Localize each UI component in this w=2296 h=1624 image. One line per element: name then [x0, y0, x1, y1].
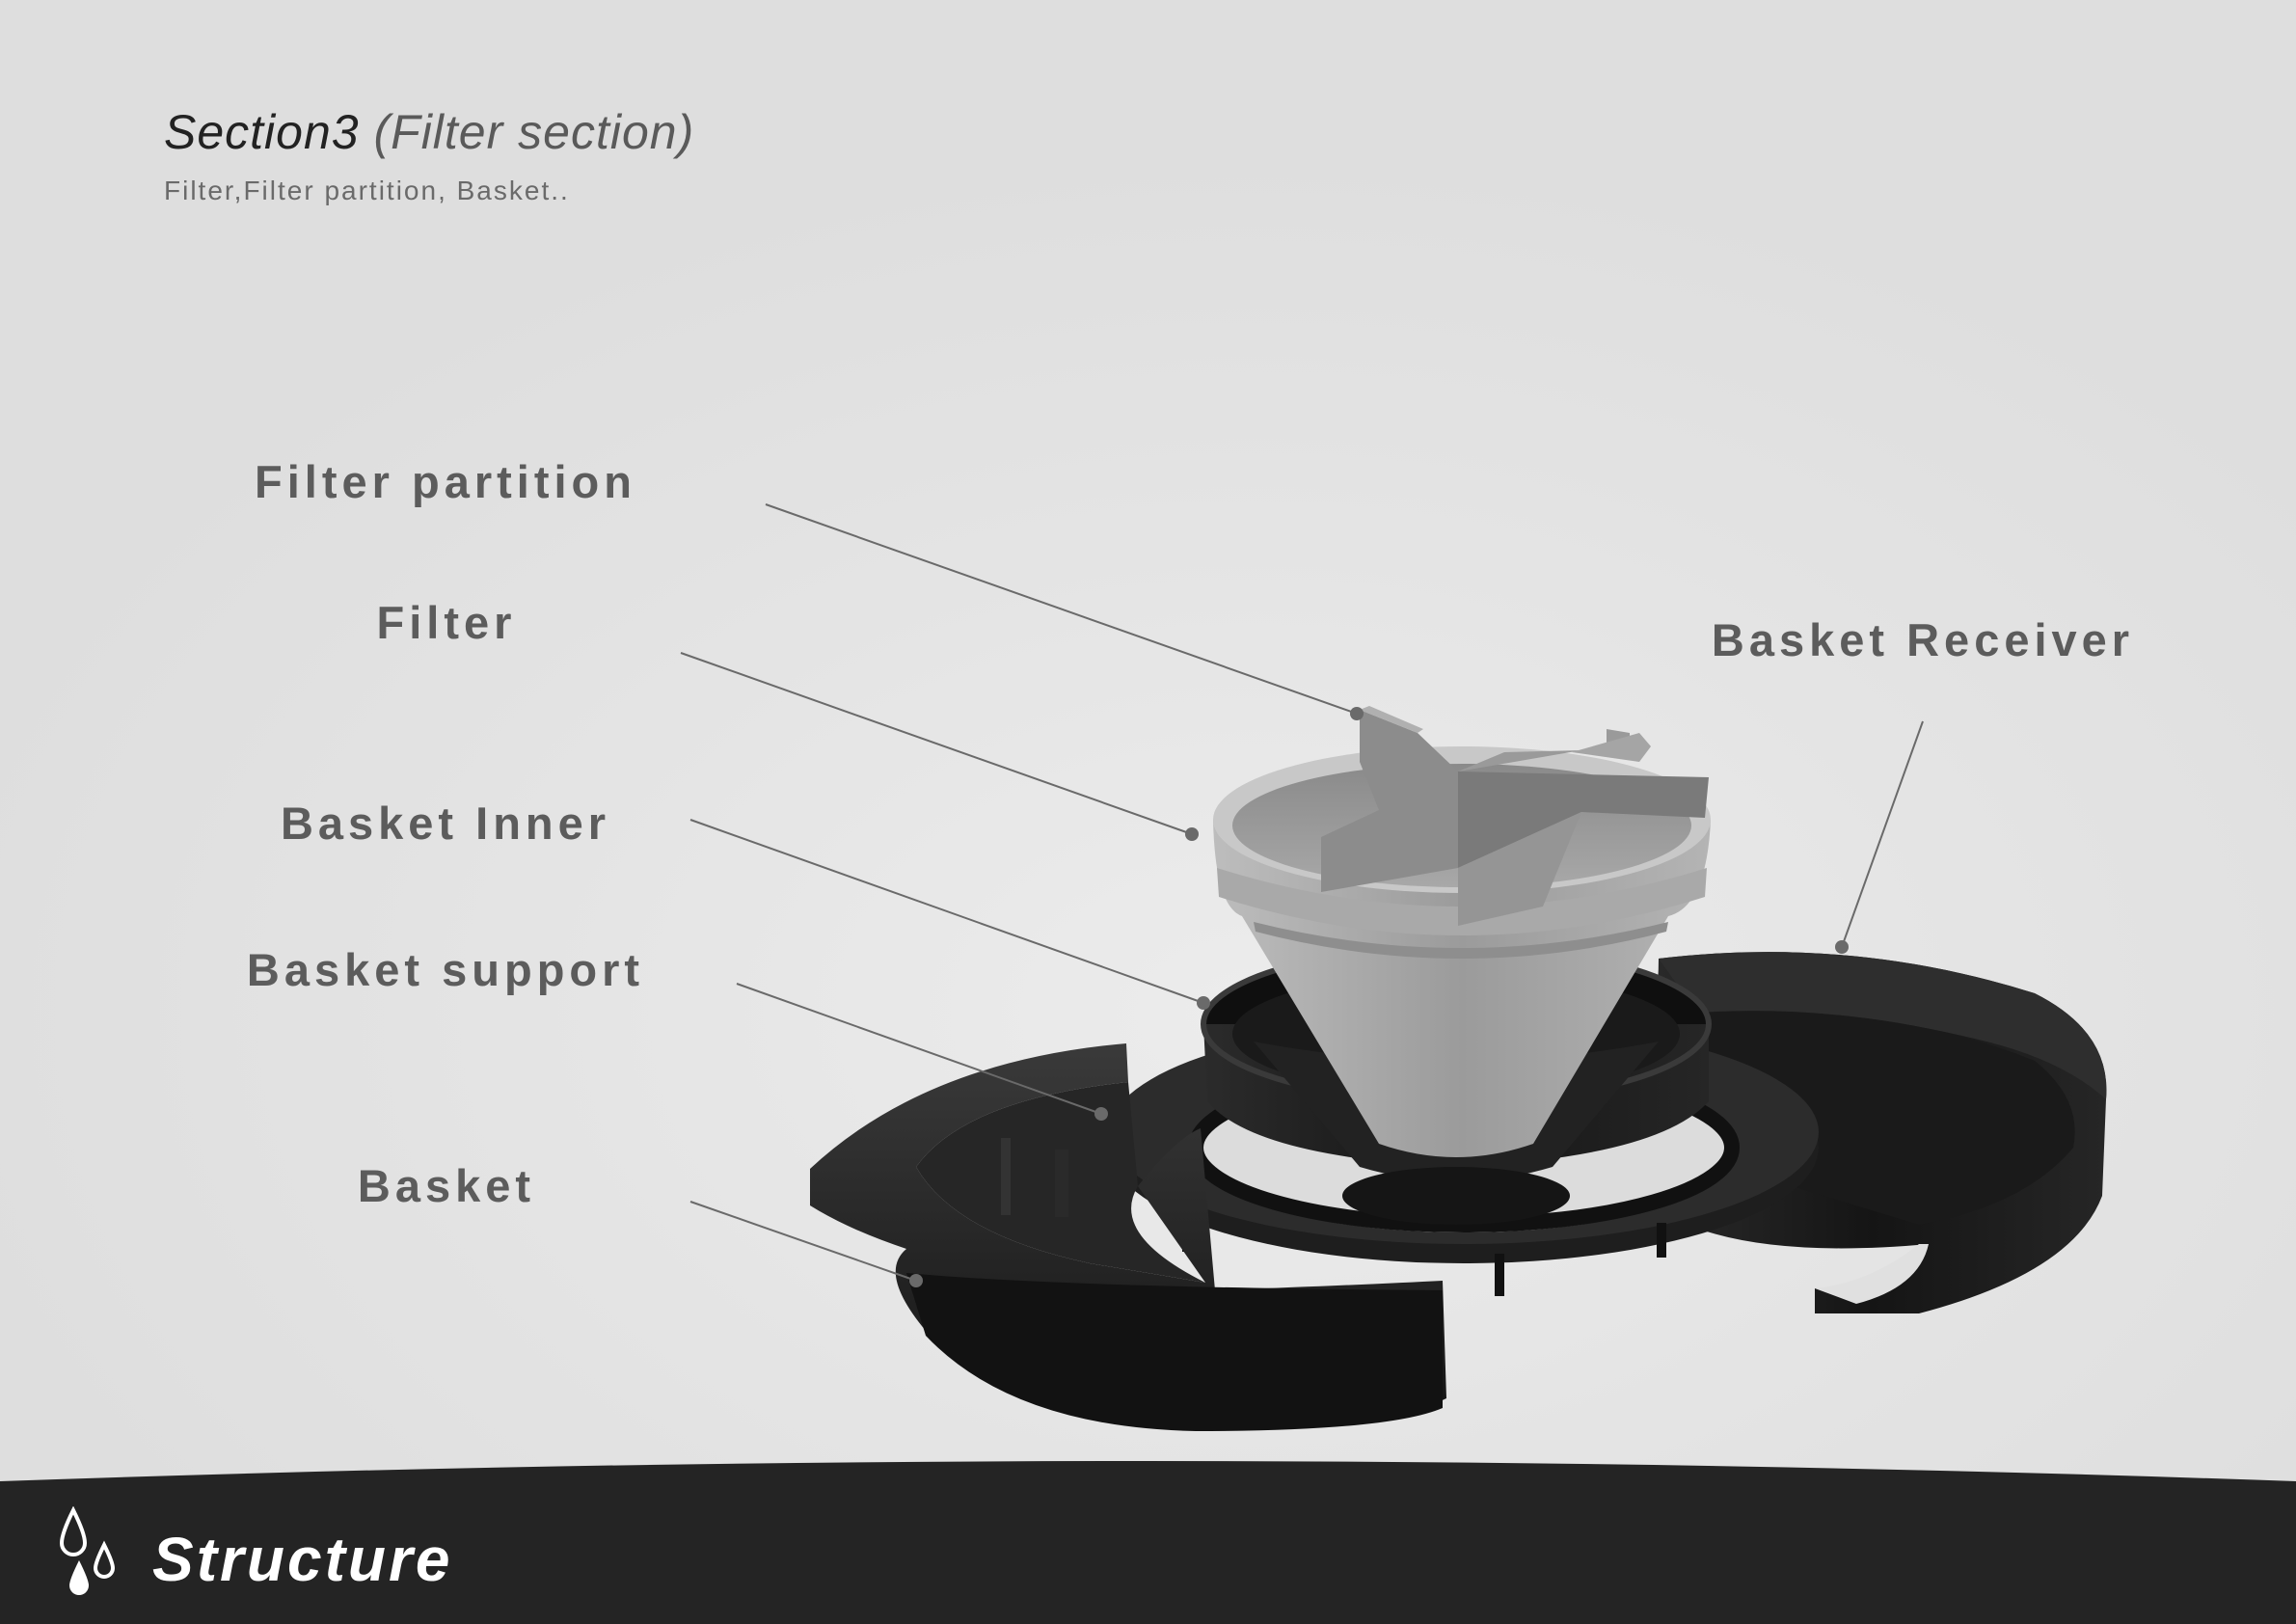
leader-line-basket [689, 1201, 917, 1282]
label-filter-partition: Filter partition [255, 456, 636, 507]
label-basket: Basket [357, 1160, 536, 1211]
section-title-paren: (Filter section) [373, 105, 695, 159]
section-title: Section3 (Filter section) [164, 104, 694, 160]
leader-line-basket-receiver [1841, 720, 1924, 948]
leader-line-basket-support [736, 983, 1102, 1115]
label-basket-support: Basket support [246, 944, 645, 995]
leader-dot-filter-partition [1350, 707, 1364, 720]
footer-title: Structure [152, 1525, 453, 1594]
label-basket-inner: Basket Inner [280, 798, 611, 849]
leader-dot-basket-inner [1197, 996, 1210, 1010]
leader-dot-basket [909, 1274, 923, 1287]
footer-curve [0, 1461, 2296, 1485]
leader-line-filter-partition [765, 503, 1358, 715]
leader-line-filter [680, 652, 1193, 835]
filter-partition [1321, 706, 1709, 926]
leader-dot-basket-support [1094, 1107, 1108, 1121]
section-subtitle: Filter,Filter partition, Basket.. [164, 176, 570, 205]
label-filter: Filter [376, 597, 517, 648]
footer-bar [0, 1481, 2296, 1624]
water-drops-icon [59, 1506, 116, 1595]
leader-lines [680, 503, 1924, 1287]
leader-line-basket-inner [689, 819, 1204, 1004]
section-heading: Section3 (Filter section) Filter,Filter … [164, 104, 694, 206]
section-title-main: Section3 [164, 105, 360, 159]
label-basket-receiver: Basket Receiver [1711, 614, 2135, 665]
leader-dot-basket-receiver [1835, 940, 1849, 954]
basket [810, 1043, 1446, 1431]
leader-dot-filter [1185, 827, 1199, 841]
